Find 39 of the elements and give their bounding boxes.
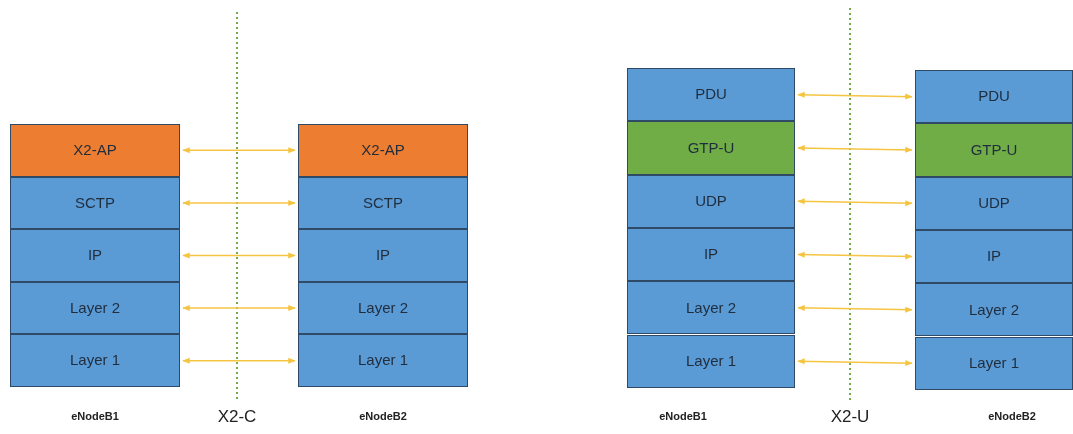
protocol-layer-box: GTP-U bbox=[915, 123, 1073, 177]
protocol-layer-box: SCTP bbox=[10, 176, 180, 230]
node-name-label: eNodeB2 bbox=[988, 409, 1036, 424]
protocol-layer-box: IP bbox=[298, 229, 468, 282]
double-arrow bbox=[182, 305, 296, 312]
protocol-layer-box: Layer 2 bbox=[627, 281, 795, 335]
interface-label: X2-U bbox=[830, 406, 870, 428]
protocol-layer-box: PDU bbox=[627, 68, 795, 122]
protocol-layer-box: GTP-U bbox=[627, 121, 795, 175]
double-arrow bbox=[182, 147, 296, 154]
node-name-label: eNodeB1 bbox=[659, 409, 707, 424]
protocol-layer-box: Layer 2 bbox=[298, 281, 468, 335]
protocol-layer-box: X2-AP bbox=[298, 124, 468, 177]
protocol-layer-box: Layer 1 bbox=[10, 334, 180, 387]
protocol-layer-box: IP bbox=[915, 229, 1073, 284]
double-arrow bbox=[182, 252, 296, 259]
double-arrow bbox=[797, 198, 913, 207]
protocol-layer-box: UDP bbox=[627, 174, 795, 228]
node-name-label: eNodeB2 bbox=[359, 409, 407, 424]
protocol-layer-box: Layer 1 bbox=[915, 336, 1073, 390]
protocol-layer-box: X2-AP bbox=[10, 124, 180, 177]
node-name-label: eNodeB1 bbox=[71, 409, 119, 424]
protocol-layer-box: Layer 1 bbox=[627, 334, 795, 388]
double-arrow bbox=[182, 357, 296, 364]
protocol-layer-box: IP bbox=[627, 227, 795, 282]
double-arrow bbox=[797, 304, 913, 313]
protocol-layer-box: Layer 1 bbox=[298, 334, 468, 387]
double-arrow bbox=[797, 145, 913, 153]
double-arrow bbox=[797, 251, 913, 260]
double-arrow bbox=[182, 199, 296, 206]
protocol-layer-box: Layer 2 bbox=[10, 281, 180, 335]
protocol-layer-box: PDU bbox=[915, 70, 1073, 124]
double-arrow bbox=[797, 91, 913, 100]
double-arrow bbox=[797, 358, 913, 367]
protocol-layer-box: SCTP bbox=[298, 176, 468, 230]
protocol-layer-box: UDP bbox=[915, 176, 1073, 230]
protocol-layer-box: IP bbox=[10, 229, 180, 282]
interface-label: X2-C bbox=[217, 406, 257, 428]
protocol-layer-box: Layer 2 bbox=[915, 283, 1073, 337]
